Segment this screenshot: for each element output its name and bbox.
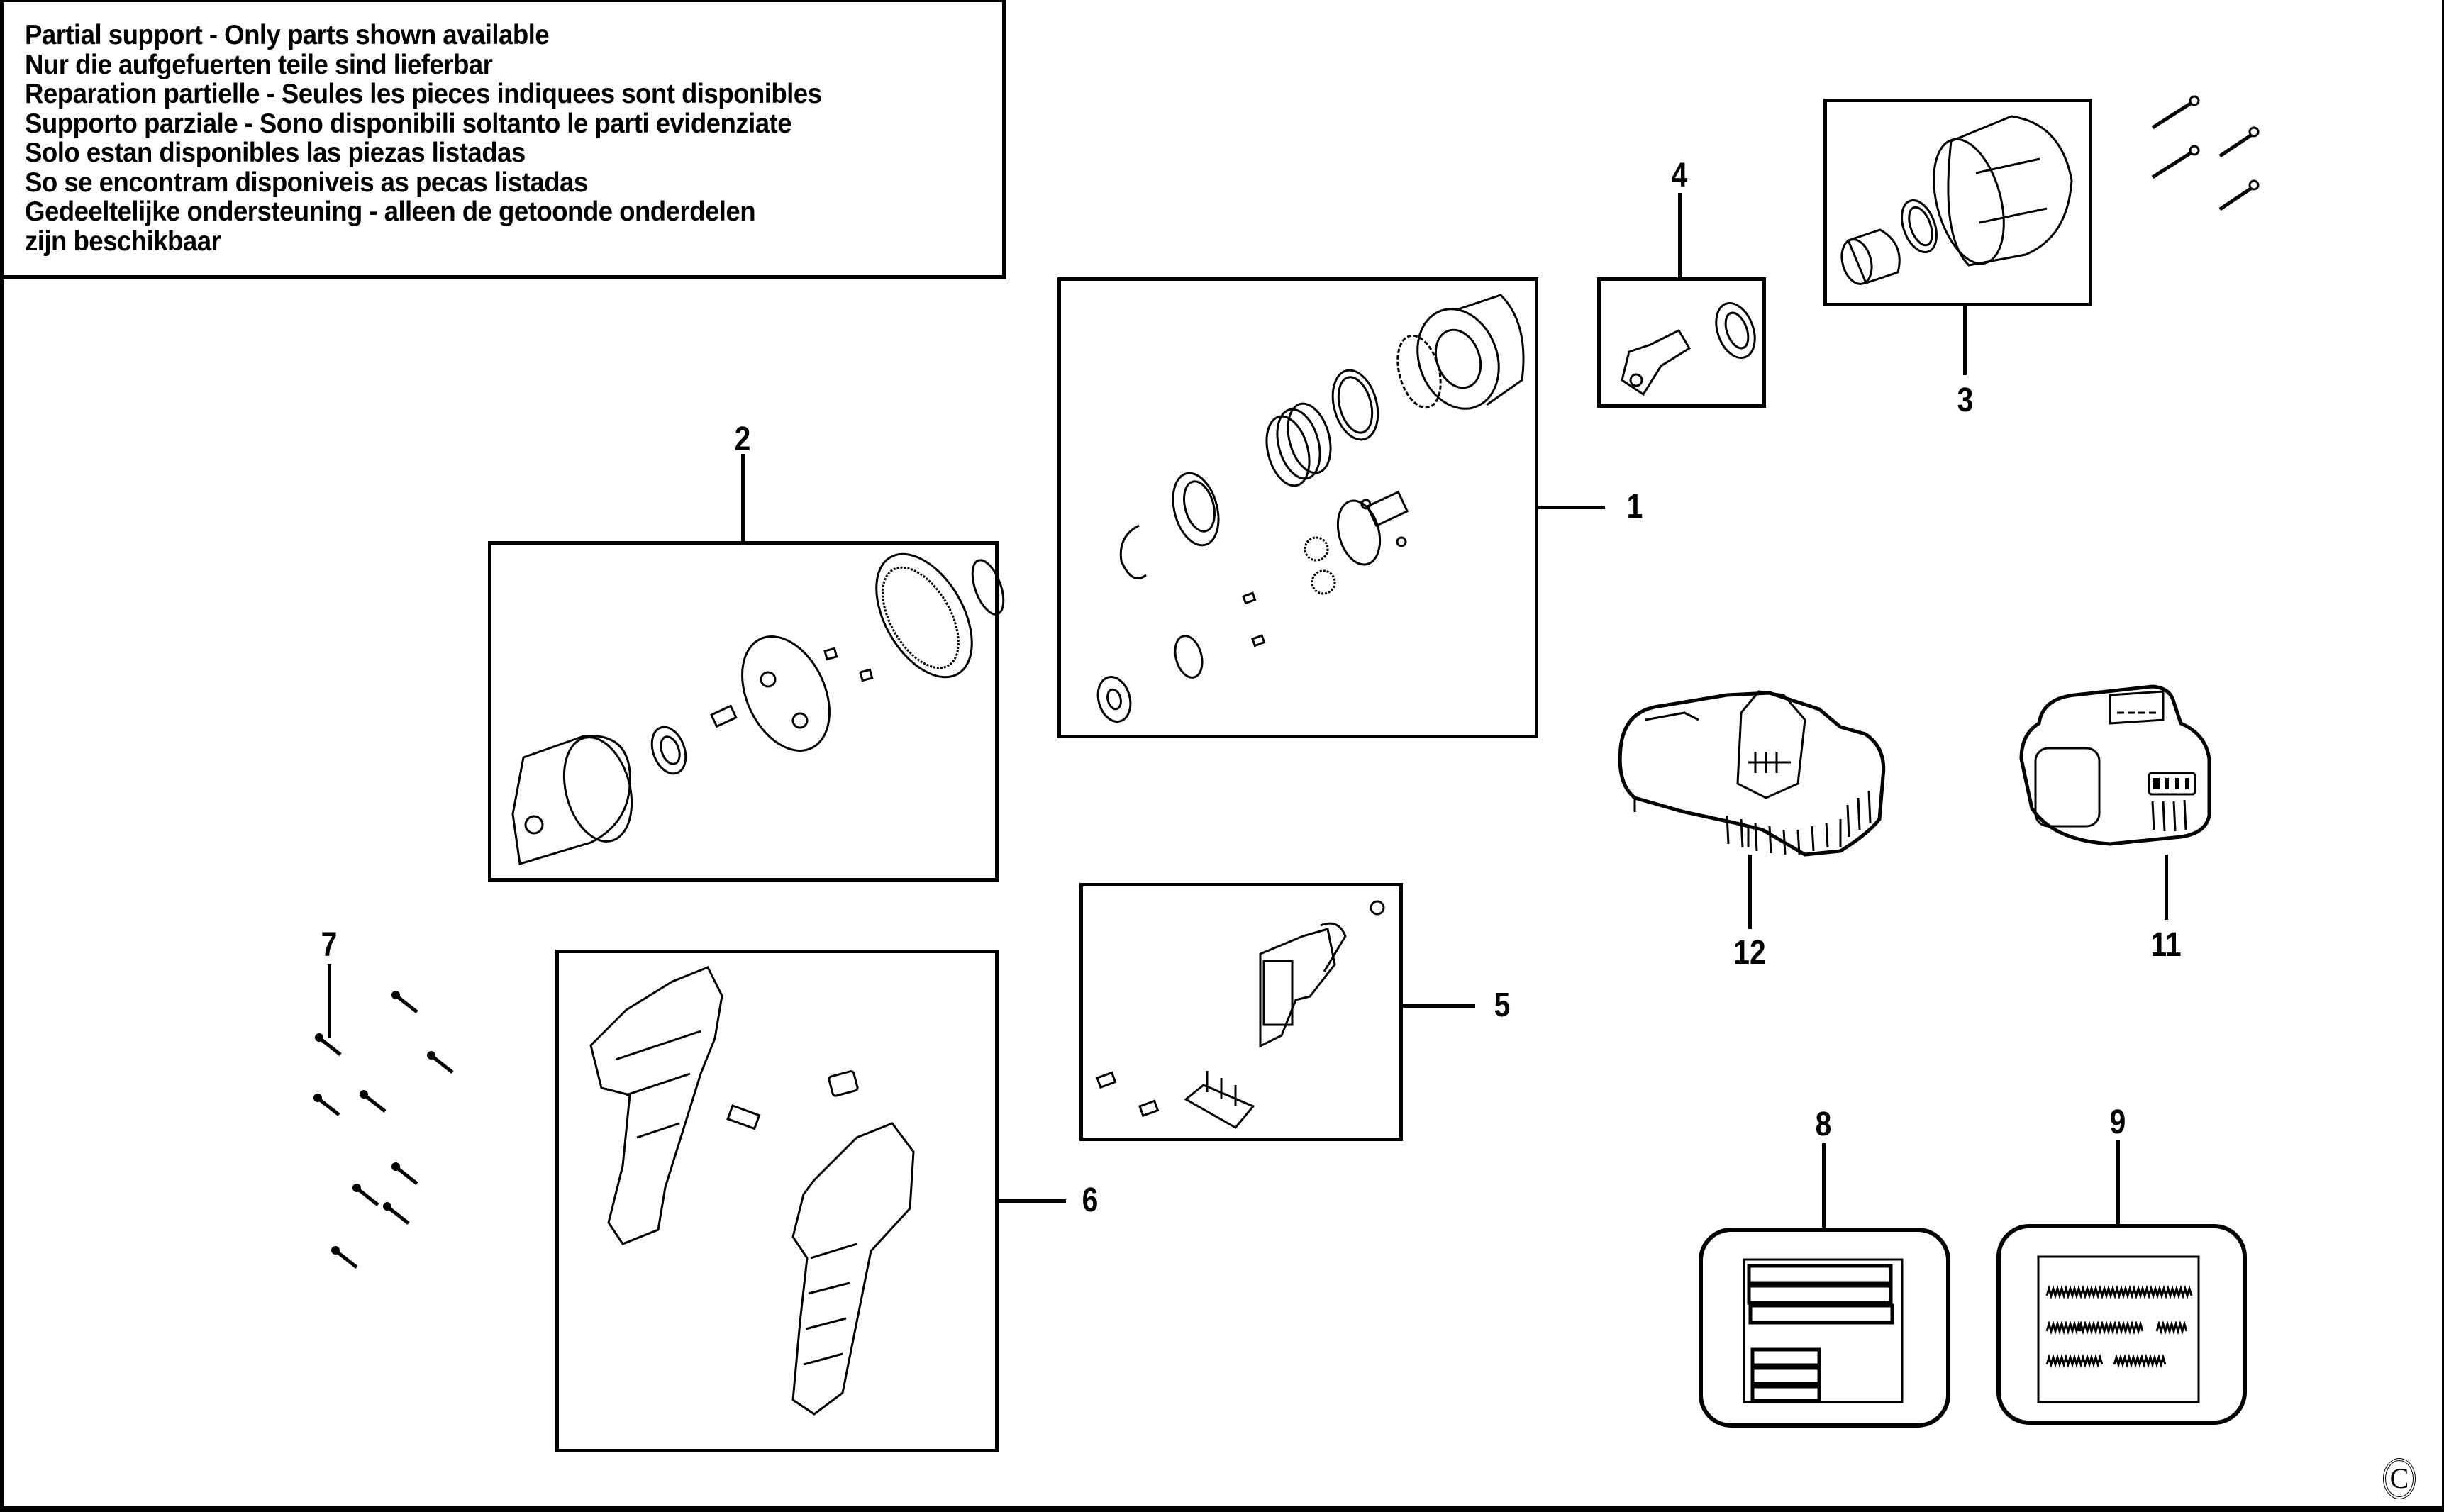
screw-icon xyxy=(331,1246,358,1269)
page-border-right xyxy=(2442,0,2444,1512)
screw-icon xyxy=(315,1033,342,1056)
part-4-box[interactable] xyxy=(1597,277,1766,408)
part-8-box[interactable] xyxy=(1699,1228,1950,1428)
screw-icon xyxy=(2218,126,2260,158)
screw-icon xyxy=(2218,179,2260,211)
part-9-leader xyxy=(2116,1140,2120,1224)
notice-line-fr: Reparation partielle - Seules les pieces… xyxy=(25,79,822,109)
part-4-leader xyxy=(1678,193,1682,277)
part-5-leader xyxy=(1403,1004,1475,1008)
part-5-number[interactable]: 5 xyxy=(1494,986,1511,1024)
part-2-leader xyxy=(741,454,745,541)
page-border-bottom xyxy=(0,1506,2444,1512)
screw-icon xyxy=(427,1051,454,1074)
part-6-leader xyxy=(999,1199,1066,1203)
part-1-leader xyxy=(1538,506,1605,509)
part-3-box[interactable] xyxy=(1823,99,2092,306)
part-7-leader xyxy=(328,964,331,1038)
clamshell-icon xyxy=(589,966,915,1416)
screw-icon xyxy=(391,1162,418,1185)
notice-line-it: Supporto parziale - Sono disponibili sol… xyxy=(25,108,792,139)
part-6-box[interactable] xyxy=(555,950,999,1452)
screw-icon xyxy=(360,1090,387,1113)
battery-icon[interactable] xyxy=(2011,681,2223,851)
part-1-number[interactable]: 1 xyxy=(1626,488,1643,526)
notice-line-en: Partial support - Only parts shown avail… xyxy=(25,20,550,50)
notice-lines: Partial support - Only parts shown avail… xyxy=(25,21,872,256)
screw-icon xyxy=(352,1184,379,1206)
part-8-number[interactable]: 8 xyxy=(1815,1106,1832,1143)
part-11-number[interactable]: 11 xyxy=(2150,926,2182,964)
part-5-box[interactable] xyxy=(1079,883,1403,1141)
part-12-number[interactable]: 12 xyxy=(1733,934,1766,972)
screw-group-part-3 xyxy=(2151,95,2260,211)
notice-line-nl-cont: zijn beschikbaar xyxy=(25,226,221,257)
charger-icon[interactable] xyxy=(1606,677,1926,862)
anvil-icon xyxy=(1621,301,1756,396)
screw-icon xyxy=(391,991,418,1013)
nameplate-icon xyxy=(1743,1258,1904,1403)
part-7-number[interactable]: 7 xyxy=(321,926,338,964)
part-2-box[interactable] xyxy=(488,541,1005,882)
part-1-box[interactable] xyxy=(1057,277,1538,738)
screw-group-part-7 xyxy=(313,991,454,1269)
notice-line-de: Nur die aufgefuerten teile sind lieferba… xyxy=(25,49,493,80)
part-8-leader xyxy=(1822,1143,1826,1228)
copyright-icon: C xyxy=(2383,1458,2416,1499)
part-2-number[interactable]: 2 xyxy=(734,421,751,458)
part-11-leader xyxy=(2165,855,2168,920)
notice-line-nl: Gedeeltelijke ondersteuning - alleen de … xyxy=(25,196,756,227)
part-12-leader xyxy=(1748,855,1752,929)
screw-icon xyxy=(383,1202,410,1225)
notice-line-pt: So se encontram disponiveis as pecas lis… xyxy=(25,167,588,198)
screw-icon xyxy=(2151,95,2200,130)
footer-tick xyxy=(1855,1506,1857,1512)
page-border-left xyxy=(0,0,4,1512)
part-9-box[interactable] xyxy=(1996,1224,2247,1425)
part-9-number[interactable]: 9 xyxy=(2109,1104,2126,1141)
screw-icon xyxy=(2151,145,2200,179)
notice-line-es: Solo estan disponibles las piezas listad… xyxy=(25,138,526,168)
part-3-leader xyxy=(1963,306,1967,375)
motor-icon xyxy=(511,552,1005,865)
part-3-number[interactable]: 3 xyxy=(1957,382,1974,419)
switch-icon xyxy=(1096,900,1385,1129)
screw-icon xyxy=(313,1094,340,1116)
warning-label-icon xyxy=(2037,1255,2200,1403)
availability-notice: Partial support - Only parts shown avail… xyxy=(0,0,1006,279)
part-4-number[interactable]: 4 xyxy=(1671,157,1688,194)
part-6-number[interactable]: 6 xyxy=(1082,1182,1099,1219)
footer-tick xyxy=(567,1506,570,1512)
gear-assembly-icon xyxy=(1096,294,1525,723)
housing-icon xyxy=(1840,115,2073,285)
